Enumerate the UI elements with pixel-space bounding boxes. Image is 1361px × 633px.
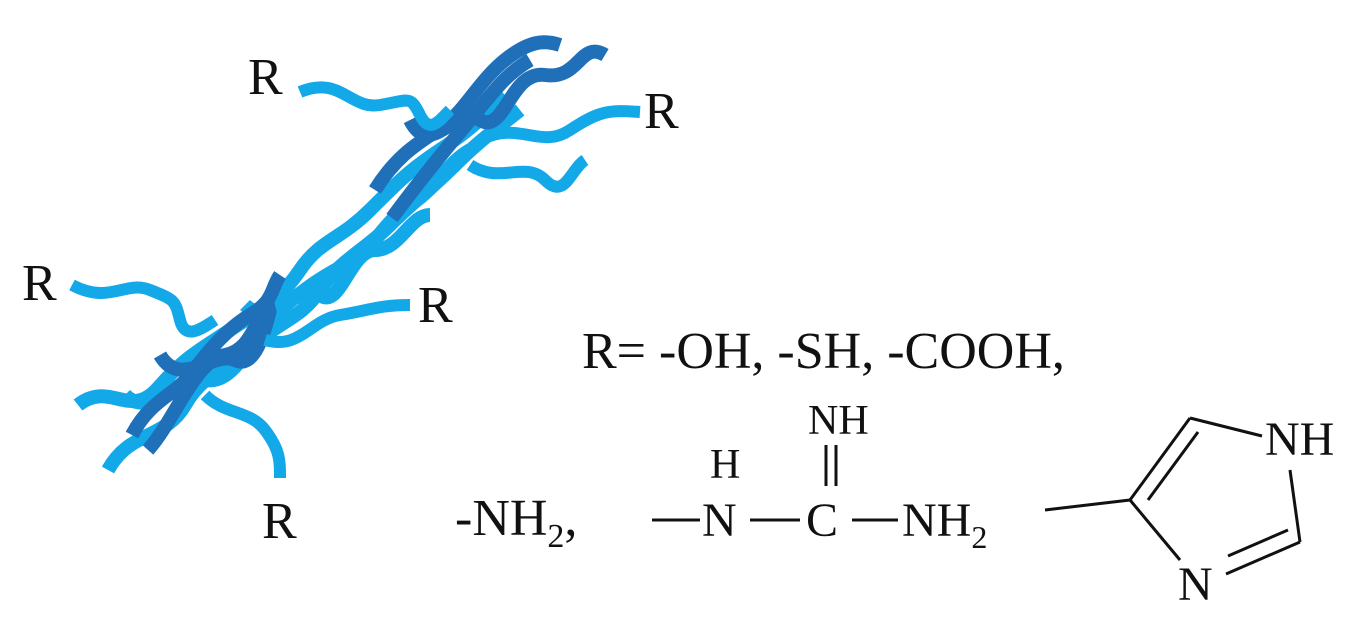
r-definition-line1: R= -OH, -SH, -COOH, (582, 323, 1065, 380)
guanidine-n: N (702, 494, 737, 547)
r-label-top-right: R (644, 83, 679, 140)
imidazole-group: NH N (1044, 413, 1334, 611)
guanidine-c: C (806, 494, 838, 547)
r-label-mid-right: R (418, 277, 453, 334)
helix-strand-light-1 (73, 90, 510, 411)
side-chain-bottom (200, 390, 286, 479)
helix-strand-dark-4 (369, 35, 563, 194)
imidazole-bond-c5-n1 (1189, 416, 1263, 438)
helix-strand-dark-6 (403, 44, 609, 142)
imidazole-bond-c4-c5 (1128, 417, 1192, 501)
imidazole-nh-text: NH (1265, 413, 1334, 466)
nh2-group: -NH2, (455, 490, 577, 555)
imidazole-bond-c2-n3-double (1227, 528, 1289, 558)
nh2-subscript: 2 (547, 518, 564, 555)
guanidine-nh2-subscript: 2 (971, 519, 987, 555)
imidazole-n: N (1178, 558, 1213, 611)
r-label-top-left: R (248, 49, 283, 106)
imidazole-bond-c4-c5-double (1146, 431, 1200, 501)
guanidine-nh2-text: NH (902, 494, 971, 547)
side-chain-mid-left (69, 279, 219, 338)
side-chain-top-left (297, 81, 455, 131)
r-label-bottom: R (262, 493, 297, 550)
side-chain-mid-right (263, 299, 411, 348)
imidazole-bond-n1-c2 (1288, 469, 1302, 543)
r-label-mid-left: R (22, 255, 57, 312)
guanidine-nh2: NH2 (902, 494, 987, 555)
nh2-comma: , (564, 490, 577, 547)
helix-strand-dark-3 (153, 308, 277, 377)
imidazole-bond-n3-c4 (1128, 499, 1182, 561)
imidazole-bond-lead (1044, 498, 1131, 512)
triple-helix (69, 35, 641, 479)
nh2-prefix: -NH (455, 490, 547, 547)
side-chain-top-right (477, 105, 641, 146)
side-chain-top-right-tail (466, 155, 589, 193)
guanidine-nh: NH (808, 398, 869, 444)
guanidine-group: H N C NH NH2 (652, 398, 987, 555)
helix-strand-light-4 (240, 208, 432, 320)
guanidine-h: H (710, 442, 740, 488)
imidazole-bond-c2-n3 (1225, 540, 1301, 576)
helix-strand-dark-1 (125, 271, 287, 439)
